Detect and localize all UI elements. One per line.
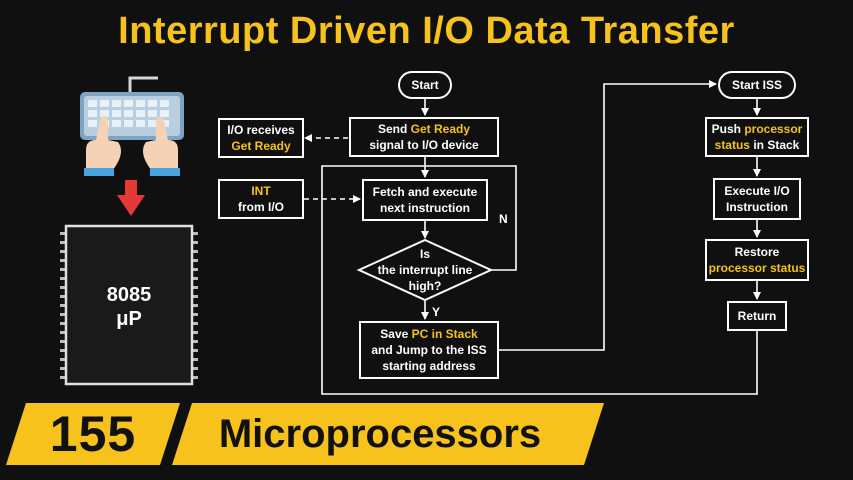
bottom-banner	[6, 403, 604, 465]
decision-line1: Is	[419, 247, 430, 261]
start-iss-label: Start ISS	[731, 78, 782, 92]
send-text: Send	[377, 122, 411, 136]
fetch-line1: Fetch and execute	[372, 185, 478, 199]
save-pc-box: Save PC in Stack and Jump to the ISS sta…	[359, 321, 499, 379]
label-no: N	[499, 212, 508, 226]
exec-line2: Instruction	[726, 200, 788, 214]
int-from-io-box: INT from I/O	[218, 179, 304, 219]
execute-io-box: Execute I/O Instruction	[713, 178, 801, 220]
push-status-box: Push processor status in Stack	[705, 117, 809, 157]
int-line2: from I/O	[237, 200, 284, 214]
save-line3: starting address	[382, 359, 476, 373]
label-yes: Y	[432, 305, 441, 319]
start-label: Start	[411, 78, 439, 92]
save-line2: and Jump to the ISS	[371, 343, 487, 357]
decision-line3: high?	[408, 279, 442, 293]
fetch-execute-box: Fetch and execute next instruction	[362, 179, 488, 221]
chip-label: 8085 μP	[64, 283, 194, 331]
chip-icon	[60, 224, 198, 386]
return-label: Return	[737, 309, 777, 323]
start-node: Start	[398, 71, 452, 99]
save-text: Save	[380, 327, 412, 341]
decision-diamond	[356, 238, 494, 302]
push-highlight-2: status	[714, 138, 750, 152]
fetch-line2: next instruction	[379, 201, 470, 215]
flow-connectors	[304, 80, 761, 395]
decision-line2: the interrupt line	[377, 263, 473, 277]
int-highlight: INT	[251, 184, 271, 198]
io-receives-box: I/O receives Get Ready	[218, 118, 304, 158]
start-iss-node: Start ISS	[718, 71, 796, 99]
send-get-ready-box: Send Get Ready signal to I/O device	[349, 117, 499, 157]
keyboard-icon	[80, 76, 184, 140]
push-text: Push	[711, 122, 745, 136]
restore-status-box: Restore processor status	[705, 239, 809, 281]
exec-line1: Execute I/O	[724, 184, 790, 198]
save-highlight: PC in Stack	[411, 327, 478, 341]
send-highlight: Get Ready	[410, 122, 471, 136]
io-receives-highlight: Get Ready	[231, 139, 291, 153]
page-title: Interrupt Driven I/O Data Transfer	[0, 4, 853, 58]
chip-label-line1: 8085	[106, 284, 152, 306]
banner-text: Microprocessors	[218, 412, 542, 456]
push-highlight: processor	[744, 122, 803, 136]
down-arrow-icon	[117, 180, 145, 216]
send-line2: signal to I/O device	[369, 138, 479, 152]
banner-number: 155	[49, 406, 137, 462]
return-box: Return	[727, 301, 787, 331]
chip-label-line2: μP	[116, 308, 142, 330]
restore-highlight: processor status	[708, 261, 806, 275]
title-text: Interrupt Driven I/O Data Transfer	[118, 10, 735, 52]
push-text-2: in Stack	[749, 138, 800, 152]
hands-icon	[84, 116, 180, 176]
io-receives-line1: I/O receives	[227, 123, 295, 137]
restore-line1: Restore	[734, 245, 780, 259]
decision-text: Is the interrupt line high?	[355, 246, 495, 294]
